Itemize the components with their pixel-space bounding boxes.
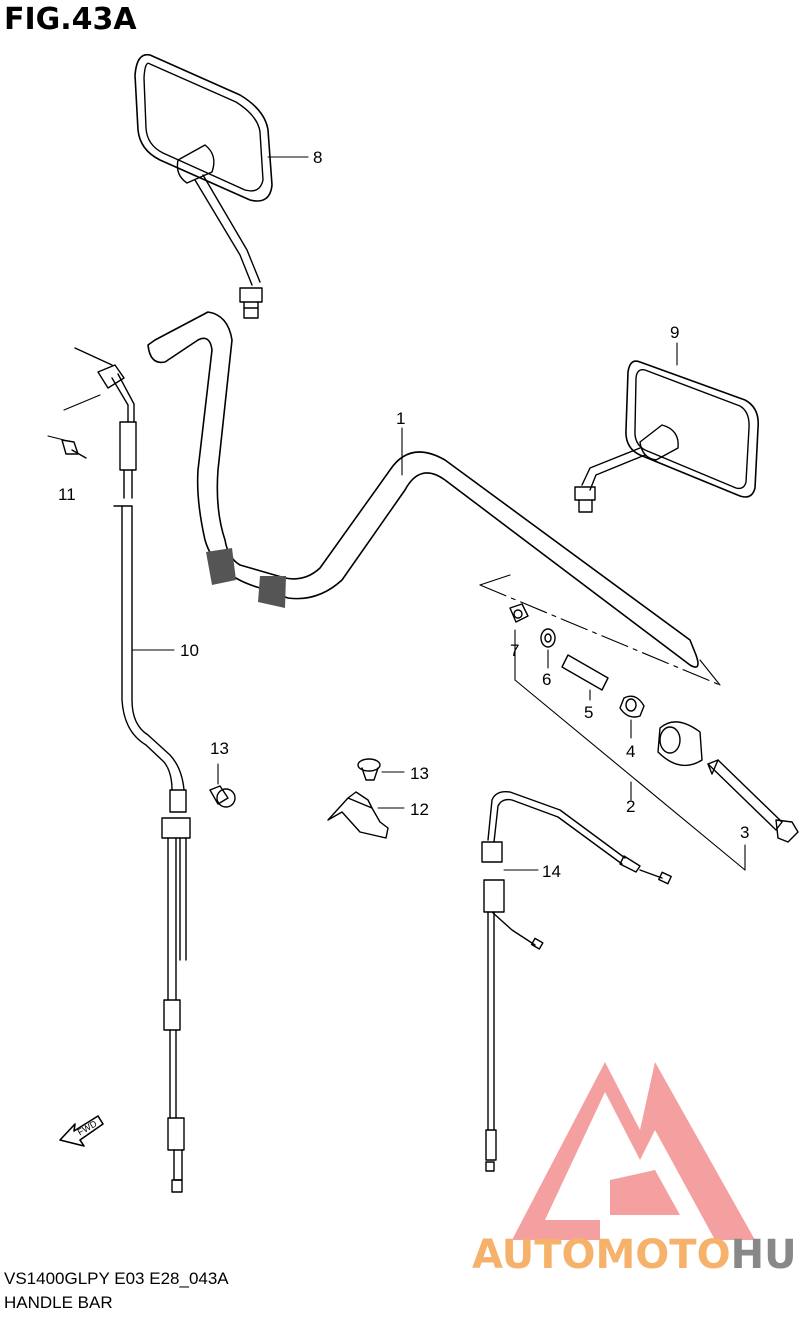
callout-4: 4: [626, 742, 635, 761]
clutch-cable: [481, 790, 672, 1172]
fwd-arrow-icon: [59, 1115, 104, 1147]
callout-12: 12: [410, 800, 429, 819]
callout-13-left: 13: [210, 739, 229, 758]
bar-end-parts: [509, 603, 799, 843]
watermark-logo-icon: [512, 1062, 755, 1240]
watermark-text-primary: AUTOMOTO: [472, 1232, 731, 1278]
callout-7: 7: [510, 641, 519, 660]
section-name: HANDLE BAR: [4, 1293, 113, 1312]
screw-13-left: [209, 785, 236, 808]
callout-9: 9: [670, 323, 679, 342]
watermark-text: AUTOMOTOHUB: [472, 1232, 800, 1278]
callout-10: 10: [180, 641, 199, 660]
callout-13-right: 13: [410, 764, 429, 783]
figure-title: FIG.43A: [4, 2, 137, 37]
callout-1: 1: [396, 409, 405, 428]
callout-14: 14: [542, 862, 561, 881]
callout-11: 11: [58, 485, 76, 504]
model-code: VS1400GLPY E03 E28_043A: [4, 1269, 229, 1288]
callout-labels: 1 2 3 4 5 6 7 8 9 10 11 12 13 13 14 FWD: [58, 148, 749, 1137]
callout-3: 3: [740, 823, 749, 842]
callout-5: 5: [584, 703, 593, 722]
callout-6: 6: [542, 670, 551, 689]
mirror-right: [574, 360, 760, 513]
mirror-left: [134, 53, 273, 319]
screw-13-right: [357, 758, 381, 781]
throttle-cable: [74, 347, 191, 1193]
clamp-12: [327, 791, 389, 839]
handlebar: [147, 311, 699, 668]
callout-2: 2: [626, 797, 635, 816]
screw-11: [61, 439, 87, 459]
callout-8: 8: [313, 148, 322, 167]
watermark-text-secondary: HUB: [730, 1232, 800, 1278]
leader-lines: [47, 156, 746, 871]
